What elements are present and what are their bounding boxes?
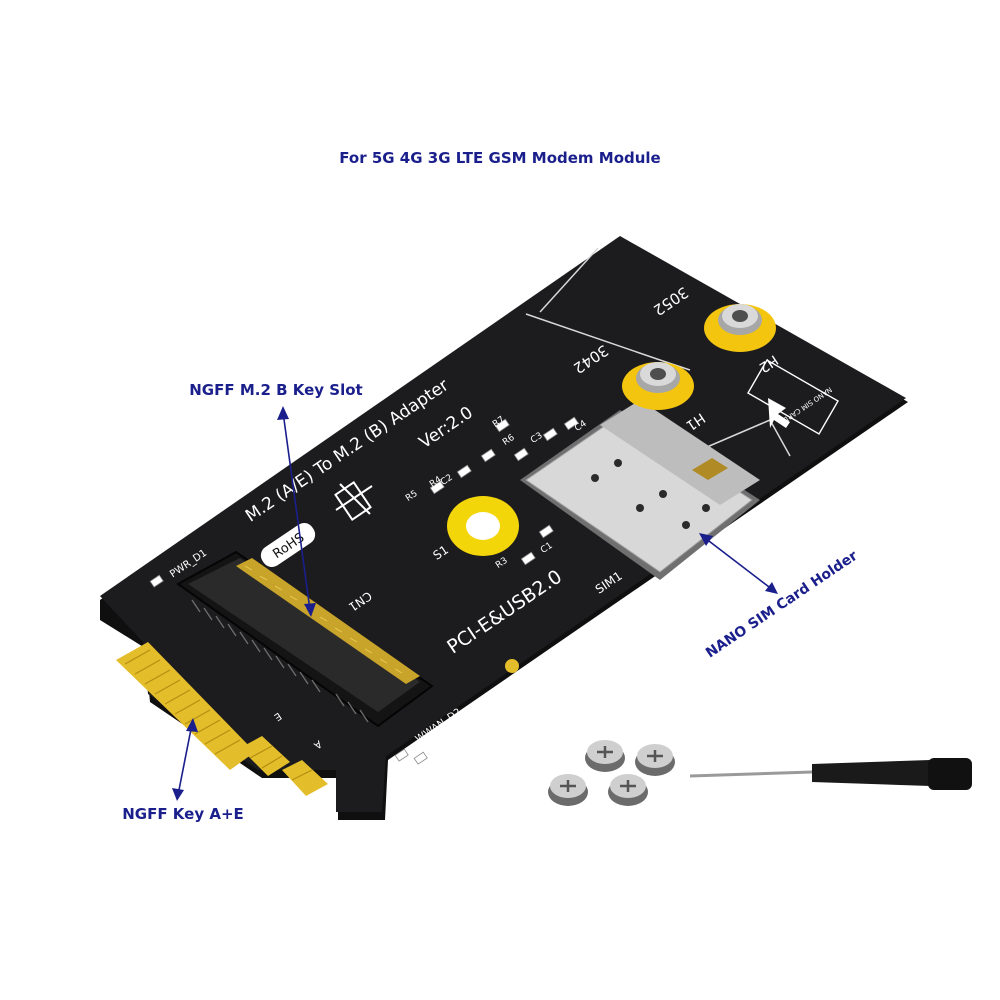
callout-sim-holder-text: NANO SIM Card Holder <box>703 548 861 662</box>
callout-sim-holder: NANO SIM Card Holder <box>699 533 861 661</box>
screw-icon <box>608 774 648 806</box>
callout-key-ae: NGFF Key A+E <box>122 718 244 823</box>
standoff-h2 <box>704 304 776 352</box>
m2-b-key-slot <box>176 550 434 728</box>
nano-sim-card-holder <box>520 400 760 580</box>
callout-b-key-slot: NGFF M.2 B Key Slot <box>189 381 363 617</box>
screw-set <box>548 740 675 806</box>
screw-icon <box>548 774 588 806</box>
label-finger-a: A <box>311 738 323 751</box>
test-pad <box>505 659 519 673</box>
label-finger-e: E <box>272 710 283 723</box>
smd-components <box>149 416 579 765</box>
gold-finger-edge <box>116 642 328 796</box>
adapter-board: RoHS M.2 (A/E) To M.2 (B) Adapter Ver:2.… <box>100 236 908 820</box>
screw-icon <box>585 740 625 772</box>
mounting-hole <box>447 496 519 556</box>
callout-key-ae-text: NGFF Key A+E <box>122 805 244 823</box>
screw-icon <box>635 744 675 776</box>
screwdriver-icon <box>689 758 972 790</box>
weee-bin-icon <box>334 481 373 521</box>
standoff-h1 <box>622 362 694 410</box>
silk-outline-3052 <box>525 313 691 371</box>
headline-text: For 5G 4G 3G LTE GSM Modem Module <box>339 149 660 167</box>
label-r2: R2 <box>429 736 446 753</box>
callout-b-key-slot-text: NGFF M.2 B Key Slot <box>189 381 362 399</box>
silk-line-top <box>539 247 599 313</box>
